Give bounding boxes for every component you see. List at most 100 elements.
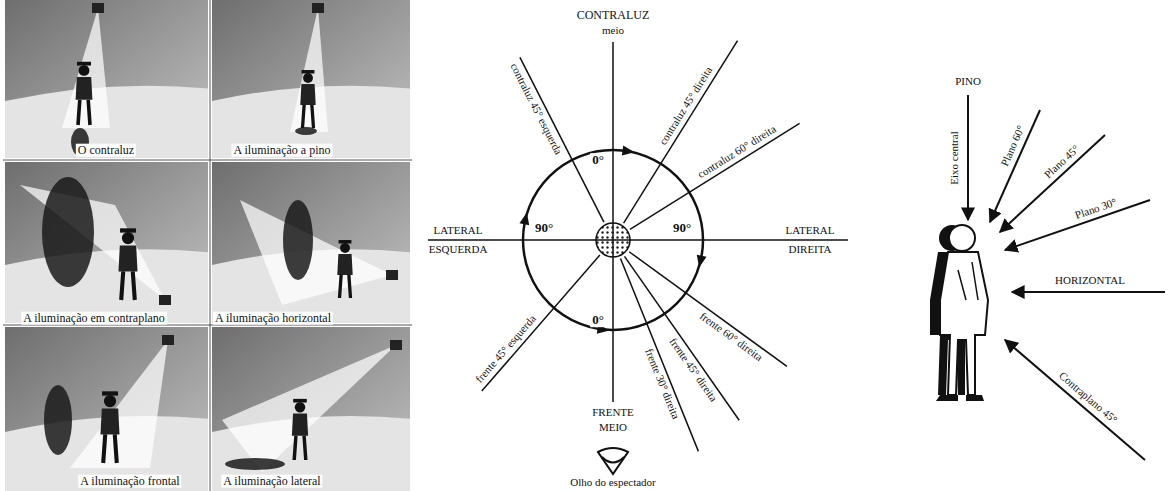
figure-body xyxy=(337,254,352,275)
figure-hat xyxy=(77,62,91,66)
direction-label: frente 45° esquerda xyxy=(473,311,541,386)
arc-arrowhead xyxy=(519,212,529,225)
angle-value: 0° xyxy=(590,313,606,327)
direction-label: MEIO xyxy=(597,422,629,434)
actor-figure xyxy=(100,391,119,463)
figure-head xyxy=(340,243,350,253)
direction-label: frente 60° direita xyxy=(695,309,765,365)
scene-caption: A iluminação horizontal xyxy=(213,312,333,325)
spotlight xyxy=(159,295,171,305)
figure-legs xyxy=(294,436,306,460)
direction-label: FRENTE xyxy=(590,407,636,419)
direction-label: contraluz 45° esquerda xyxy=(507,59,565,158)
scene-caption: A iluminação lateral xyxy=(221,475,322,488)
spotlight xyxy=(162,335,174,345)
lighting-scene xyxy=(212,327,410,491)
axis-line xyxy=(612,42,614,402)
figure-body xyxy=(292,414,308,436)
lighting-scene xyxy=(5,162,208,323)
direction-label: Olho do espectador xyxy=(568,477,658,489)
figure-body xyxy=(76,77,93,100)
angle-ray xyxy=(630,123,800,229)
angle-circle xyxy=(523,150,703,330)
scene-caption: O contraluz xyxy=(76,144,136,157)
direction-label: DIREITA xyxy=(786,244,833,256)
arc-arrowhead xyxy=(622,146,635,156)
arc-arrowhead xyxy=(697,255,707,268)
light-arrow xyxy=(990,110,1040,222)
direction-label: meio xyxy=(600,25,626,37)
angle-ray xyxy=(520,57,604,222)
cast-shadow xyxy=(283,200,313,280)
figure-hat xyxy=(293,399,307,403)
light-beam xyxy=(240,200,392,305)
plane-label: Contraplano 45° xyxy=(1055,369,1121,428)
panel-grid xyxy=(3,0,412,491)
eye-lid xyxy=(602,457,624,463)
figure-head xyxy=(295,402,305,412)
actor-figure xyxy=(300,70,315,128)
direction-label: CONTRALUZ xyxy=(575,9,652,22)
spotlight xyxy=(312,3,324,13)
human-figure xyxy=(940,252,988,395)
light-beam xyxy=(62,8,110,128)
actor-figure xyxy=(292,399,308,460)
lighting-scene xyxy=(212,0,410,158)
figure-head xyxy=(303,73,313,83)
figure-legs xyxy=(103,434,117,463)
lighting-scene xyxy=(212,162,410,323)
cast-shadow xyxy=(42,177,94,287)
figure-body xyxy=(100,409,119,435)
cast-shadow xyxy=(295,127,317,135)
scene-caption: A iluminação a pino xyxy=(232,144,333,157)
figure-hat xyxy=(339,240,352,243)
stage-wall xyxy=(212,327,410,491)
figure-body xyxy=(300,84,315,105)
subject-dot xyxy=(596,223,630,257)
scene-caption: A iluminação em contraplano xyxy=(21,312,167,325)
angle-value: 90° xyxy=(671,221,693,235)
angle-ray xyxy=(482,255,600,391)
lighting-scene xyxy=(5,0,208,158)
light-arrow xyxy=(1005,200,1150,250)
lighting-scene xyxy=(5,327,208,491)
figure-head xyxy=(104,395,116,407)
direction-label: contraluz 60° direita xyxy=(694,122,780,182)
stage-wall xyxy=(212,0,410,158)
stage-wall xyxy=(5,0,208,158)
direction-label: LATERAL xyxy=(784,225,837,237)
figure-hat xyxy=(120,228,136,232)
direction-label: frente 30° direita xyxy=(642,346,682,423)
figure-head xyxy=(79,65,90,76)
figure-hat xyxy=(102,391,118,395)
panel-divider xyxy=(210,0,211,491)
light-arrow xyxy=(967,95,969,220)
angle-ray xyxy=(624,41,738,223)
spotlight xyxy=(92,3,104,13)
light-arrow xyxy=(1005,340,1145,460)
scene-group xyxy=(5,0,410,491)
panel-divider xyxy=(3,160,412,161)
figure-legs xyxy=(340,275,351,298)
cast-shadow xyxy=(225,458,285,470)
figure-legs xyxy=(303,105,314,128)
stage-wall xyxy=(212,162,410,323)
spotlight xyxy=(390,340,402,350)
direction-label: ESQUERDA xyxy=(427,244,490,256)
figure-body xyxy=(118,246,137,272)
figure-head xyxy=(949,225,975,251)
coat-line xyxy=(958,262,978,300)
plane-label: HORIZONTAL xyxy=(1053,275,1127,287)
angle-diagram xyxy=(428,41,848,474)
figure-head xyxy=(122,232,134,244)
light-beam xyxy=(290,8,328,132)
figure-feet xyxy=(936,395,984,401)
angle-value: 0° xyxy=(590,153,606,167)
actor-figure xyxy=(337,240,352,298)
light-beam xyxy=(222,345,396,472)
direction-label: LATERAL xyxy=(432,225,485,237)
spotlight xyxy=(386,270,398,280)
plane-label: PINO xyxy=(953,76,983,88)
